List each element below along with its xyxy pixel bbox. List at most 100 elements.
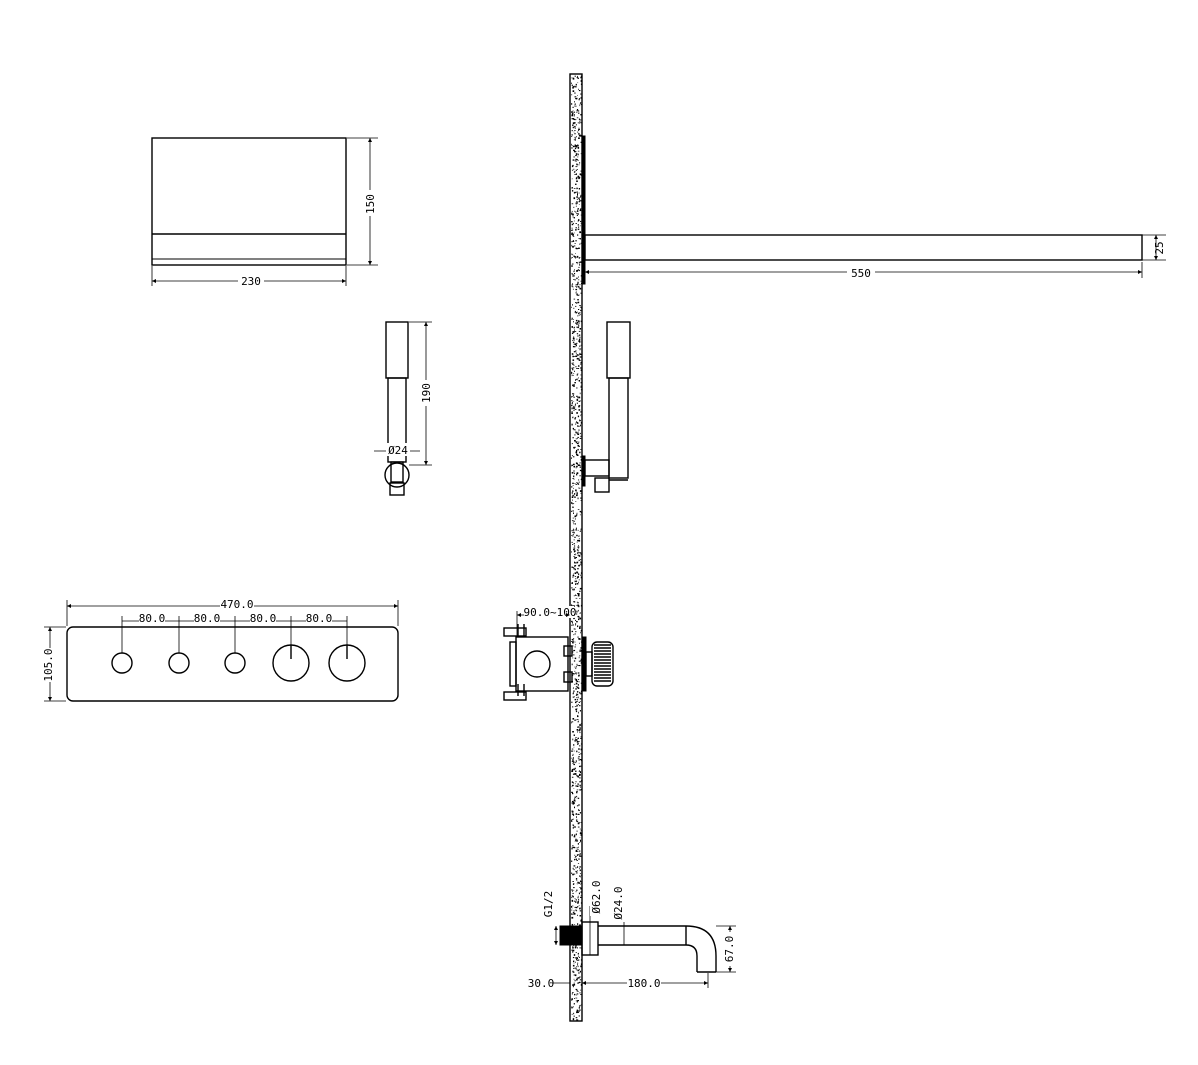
wall-speckle [576, 860, 578, 861]
wall-speckle [578, 320, 580, 323]
wall-speckle [578, 972, 580, 974]
wall-speckle [579, 992, 581, 994]
wall-speckle [571, 620, 573, 623]
wall-speckle [580, 389, 583, 391]
wall-speckle [580, 1004, 582, 1006]
wall-speckle [574, 646, 576, 648]
wall-speckle [571, 353, 574, 355]
wall-speckle [572, 510, 574, 512]
wall-speckle [573, 149, 575, 152]
wall-speckle [571, 1007, 573, 1009]
wall-speckle [579, 642, 580, 644]
wall-speckle [573, 206, 575, 208]
wall-speckle [578, 573, 580, 576]
wall-speckle [575, 833, 577, 836]
wall-speckle [576, 883, 578, 885]
wall-speckle [571, 113, 574, 115]
wall-speckle [579, 336, 581, 339]
overhead-shower-front-view: 230 150 [151, 137, 378, 288]
wall-speckle [572, 394, 574, 397]
wall-speckle [578, 219, 580, 221]
wall-speckle [578, 405, 581, 407]
wall-speckle [577, 462, 578, 465]
wall-speckle [575, 229, 577, 231]
wall-speckle [575, 466, 577, 469]
wall-speckle [574, 641, 576, 643]
wall-speckle [571, 284, 573, 286]
wall-speckle [580, 449, 582, 450]
wall-speckle [572, 912, 575, 913]
wall-speckle [575, 553, 577, 556]
wall-speckle [576, 215, 578, 216]
wall-speckle [573, 274, 575, 277]
wall-speckle [571, 889, 573, 891]
overhead-height-label: 150 [364, 194, 377, 214]
wall-speckle [574, 601, 576, 603]
wall-speckle [571, 496, 574, 498]
wall-speckle [577, 529, 579, 531]
wall-speckle [578, 813, 579, 815]
wall-speckle [576, 213, 578, 215]
shower-arm-side-view: 25 550 [584, 234, 1166, 280]
wall-speckle [579, 359, 582, 361]
wall-speckle [576, 561, 578, 564]
wall-speckle [577, 741, 580, 742]
wall-speckle [573, 801, 575, 804]
wall-speckle [578, 429, 580, 431]
wall-speckle [579, 924, 581, 926]
wall-speckle [576, 163, 578, 165]
wall-speckle [576, 396, 578, 397]
wall-speckle [577, 550, 579, 552]
wall-speckle [571, 411, 573, 413]
wall-speckle [575, 997, 578, 999]
wall-speckle [578, 270, 580, 272]
wall-speckle [573, 788, 575, 789]
wall-speckle [571, 834, 573, 837]
arrowhead [1154, 256, 1158, 260]
wall-speckle [572, 233, 574, 235]
wall-speckle [574, 310, 576, 313]
wall-speckle [572, 574, 575, 577]
wall-speckle [575, 451, 578, 454]
wall-speckle [572, 229, 574, 231]
wall-speckle [580, 891, 583, 893]
wall-speckle [572, 693, 574, 695]
wall-speckle [573, 982, 575, 984]
wall-speckle [577, 715, 579, 718]
wall-speckle [576, 966, 577, 968]
wall-speckle [572, 427, 574, 430]
wall-speckle [573, 883, 575, 885]
wall-speckle [571, 923, 573, 925]
wall-speckle [573, 232, 575, 234]
wall-speckle [571, 791, 573, 793]
wall-speckle [578, 312, 580, 315]
wall-speckle [575, 527, 577, 530]
wall-speckle [576, 830, 578, 832]
arrowhead [1154, 235, 1158, 239]
wall-speckle [576, 357, 579, 360]
wall-speckle [572, 645, 574, 647]
wall-speckle [579, 867, 580, 870]
wall-speckle [571, 819, 574, 820]
wall-speckle [575, 1017, 578, 1019]
wall-speckle [577, 715, 578, 717]
wall-speckle [573, 532, 575, 534]
wall-speckle [577, 301, 580, 304]
wall-speckle [572, 951, 574, 953]
wall-speckle [576, 255, 579, 258]
wall-speckle [580, 220, 582, 222]
wall-speckle [571, 757, 573, 759]
wall-speckle [571, 1006, 573, 1008]
wall-speckle [579, 613, 581, 614]
wall-speckle [571, 813, 574, 815]
wall-speckle [577, 366, 580, 367]
wall-speckle [571, 258, 572, 259]
wall-speckle [574, 683, 576, 685]
wall-speckle [580, 576, 582, 579]
wall-speckle [575, 173, 577, 175]
wall-speckle [572, 532, 574, 533]
wall-speckle [578, 959, 580, 961]
spout-drop-label: 67.0 [723, 936, 736, 963]
wall-speckle [572, 87, 574, 89]
